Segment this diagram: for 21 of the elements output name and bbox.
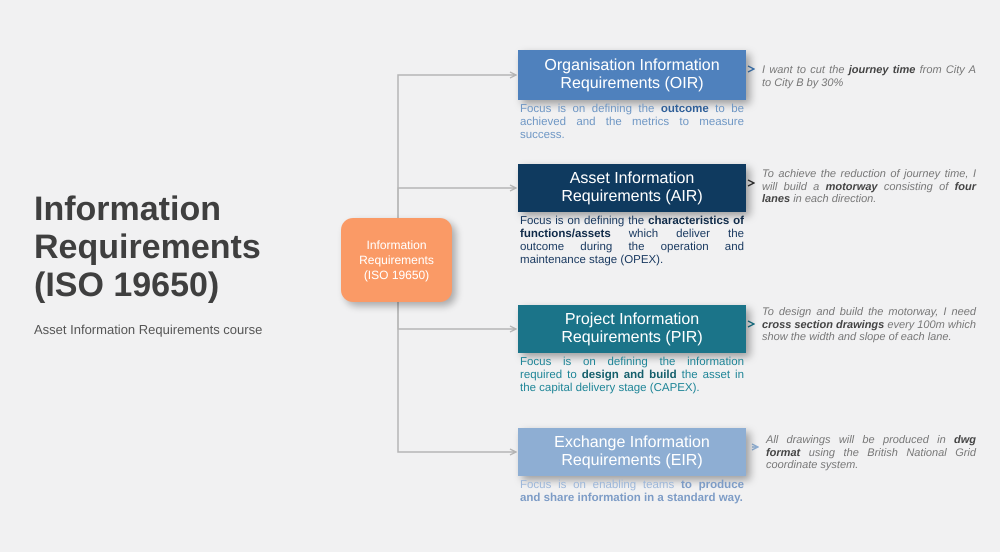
description-text: Focus is on defining the characteristics of functions/assets which deliver the outcome during the operation and maintenance stage (OPEX). — [520, 215, 744, 267]
description-text: Focus is on defining the outcome to be achieved and the metrics to measure success. — [520, 103, 744, 142]
example-text: I want to cut the journey time from City A to City B by 30% — [762, 64, 976, 89]
connector-arrow — [397, 302, 517, 456]
connector-arrow — [397, 184, 517, 218]
subtitle: Asset Information Requirements course — [34, 322, 262, 338]
example-text: To achieve the reduction of journey time, I will build a motorway consisting of four lanes in each direction. — [762, 168, 976, 206]
box-title: Exchange Information Requirements (EIR) — [553, 434, 711, 470]
title: Information Requirements (ISO 19650) — [34, 190, 262, 304]
example-text: All drawings will be produced in dwg format using the British National Grid coordinate system. — [766, 434, 976, 472]
box-title: Information Requirements (ISO 19650) — [358, 238, 435, 282]
connector-arrow — [747, 320, 755, 328]
description-text: Focus is on enabling teams to produce and share information in a standard way. — [520, 479, 744, 505]
connector-arrow — [747, 179, 755, 187]
connector-arrow — [751, 443, 759, 451]
box-title: Organisation Information Requirements (OIR) — [543, 57, 721, 93]
box-title: Project Information Requirements (PIR) — [560, 311, 704, 347]
connector-arrow — [747, 65, 755, 73]
description-text: Focus is on defining the information required to design and build the asset in the capital delivery stage (CAPEX). — [520, 356, 744, 395]
example-text: To design and build the motorway, I need cross section drawings every 100m which show the width and slope of each lane. — [762, 306, 976, 344]
box-title: Asset Information Requirements (AIR) — [560, 170, 704, 206]
